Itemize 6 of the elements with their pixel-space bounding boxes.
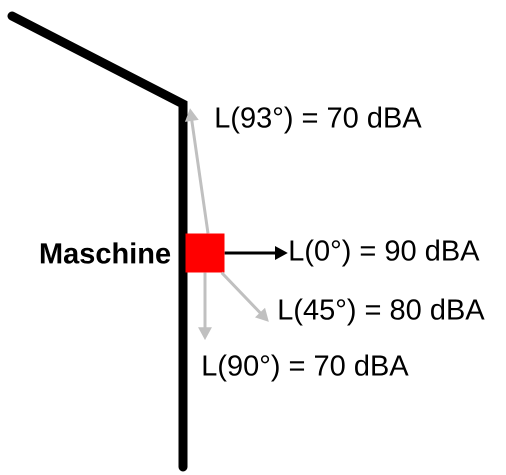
level-label: L(90°) = 70 dBA — [204, 354, 409, 382]
machine-box — [186, 234, 224, 272]
level-label: L(45°) = 80 dBA — [280, 298, 485, 326]
level-label: L(0°) = 90 dBA — [290, 240, 480, 266]
machine-label: Maschine — [40, 242, 170, 264]
level-label: L(93°) = 70 dBA — [216, 106, 422, 134]
